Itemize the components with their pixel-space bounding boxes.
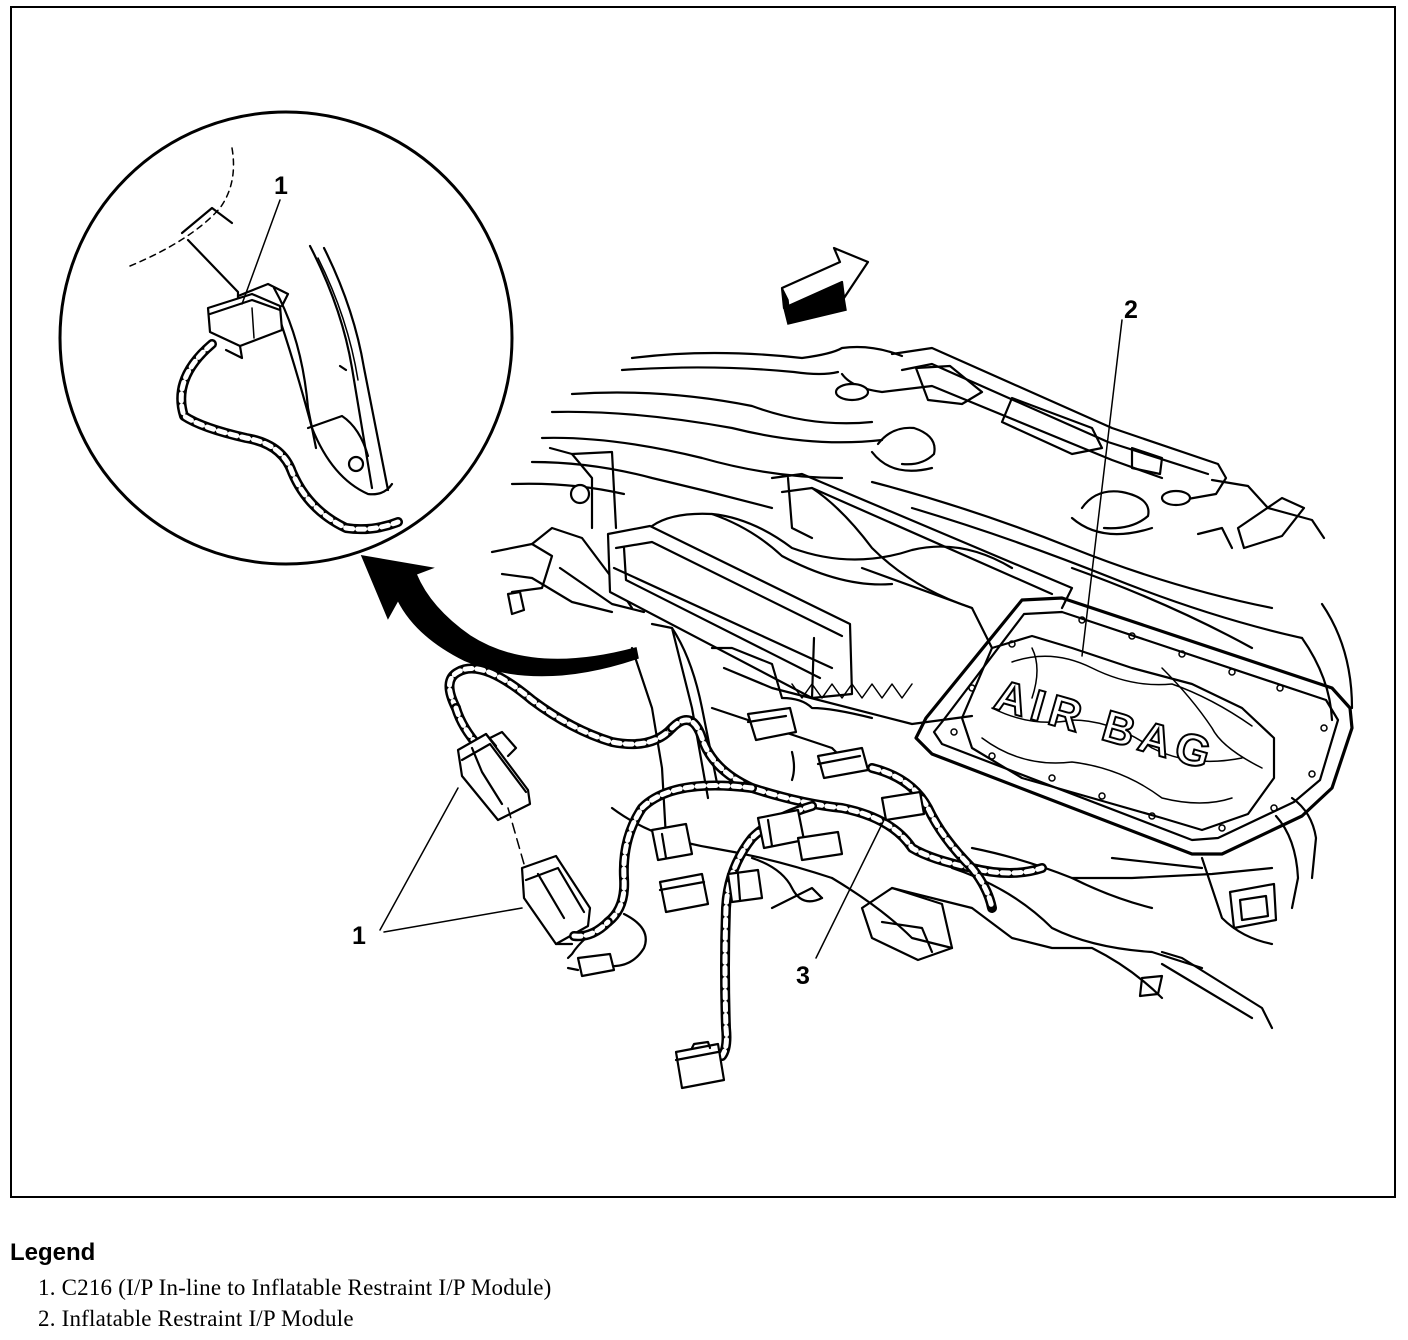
diagram-frame: 1 <box>10 6 1396 1198</box>
legend-title: Legend <box>10 1239 96 1266</box>
air-bag-molded-label: AIR BAG <box>989 671 1221 781</box>
callout-1-main: 1 <box>352 922 366 950</box>
legend: Legend 1. C216 (I/P In-line to Inflatabl… <box>10 1238 1390 1334</box>
legend-item: 2. Inflatable Restraint I/P Module <box>38 1306 354 1331</box>
zoom-arrow-icon <box>360 555 639 677</box>
instrument-panel <box>490 345 1354 1030</box>
callout-2: 2 <box>1124 296 1138 324</box>
wiring-harness <box>444 663 1047 1090</box>
forward-arrow-icon <box>780 246 870 325</box>
callout-3-group: 3 <box>796 819 885 990</box>
c216-connector: 1 <box>352 703 613 950</box>
legend-list: 1. C216 (I/P In-line to Inflatable Restr… <box>10 1272 1390 1334</box>
legend-item: 1. C216 (I/P In-line to Inflatable Restr… <box>38 1275 552 1300</box>
callout-3: 3 <box>796 962 810 990</box>
air-bag-module: AIR BAG 2 <box>914 296 1354 856</box>
callout-1-detail: 1 <box>274 172 288 200</box>
detail-inset: 1 <box>58 110 514 566</box>
wiring-diagram: 1 <box>58 110 1354 1090</box>
